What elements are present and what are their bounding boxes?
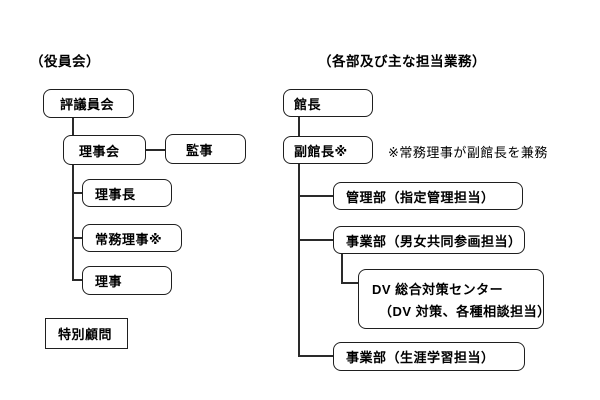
left-section-title: （役員会） bbox=[30, 54, 100, 69]
connector-stub-chairman bbox=[74, 192, 82, 194]
deputy-director-note: ※常務理事が副館長を兼務 bbox=[388, 145, 548, 160]
connector-council-board bbox=[72, 118, 74, 135]
box-business-dept-gender: 事業部（男女共同参画担当） bbox=[333, 226, 525, 254]
dv-center-subtitle: （DV 対策、各種相談担当） bbox=[379, 303, 551, 319]
box-business-dept-lifelong: 事業部（生涯学習担当） bbox=[333, 342, 525, 371]
box-director-general: 館長 bbox=[283, 89, 373, 117]
connector-deputy-trunk bbox=[298, 164, 300, 357]
box-managing-director: 常務理事※ bbox=[82, 224, 182, 252]
connector-dv-vertical bbox=[341, 254, 343, 284]
box-admin-dept: 管理部（指定管理担当） bbox=[333, 182, 523, 210]
box-chairman: 理事長 bbox=[82, 179, 172, 207]
connector-dg-deputy bbox=[298, 117, 300, 136]
connector-stub-business-gender bbox=[300, 239, 333, 241]
box-board: 理事会 bbox=[63, 135, 146, 165]
connector-stub-admin-dept bbox=[300, 195, 333, 197]
box-special-advisor: 特別顧問 bbox=[45, 318, 128, 349]
connector-dv-horizontal bbox=[343, 282, 358, 284]
connector-board-trunk bbox=[72, 165, 74, 281]
connector-stub-business-lifelong bbox=[300, 355, 333, 357]
connector-stub-director bbox=[74, 279, 82, 281]
connector-board-auditor bbox=[146, 149, 165, 151]
right-section-title: （各部及び主な担当業務） bbox=[318, 54, 486, 69]
box-auditor: 監事 bbox=[165, 134, 246, 164]
connector-stub-managing-director bbox=[74, 237, 82, 239]
box-deputy-director: 副館長※ bbox=[283, 136, 373, 164]
dv-center-name: DV 総合対策センター bbox=[372, 281, 504, 297]
box-council: 評議員会 bbox=[43, 89, 134, 118]
box-dv-center: DV 総合対策センター （DV 対策、各種相談担当） bbox=[358, 269, 550, 329]
box-director: 理事 bbox=[82, 266, 172, 295]
